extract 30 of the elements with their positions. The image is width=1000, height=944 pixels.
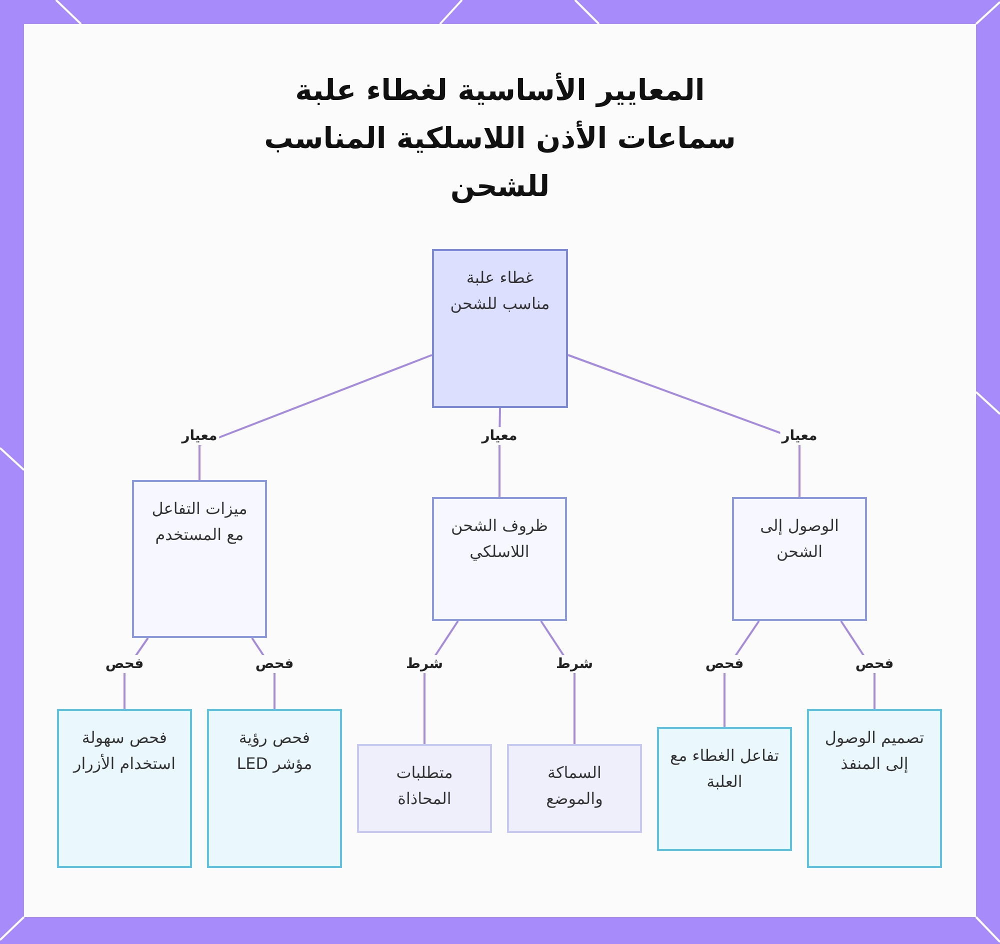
connector-line — [568, 354, 800, 497]
node-text: الوصول إلى الشحن — [759, 515, 840, 563]
criterion-box — [132, 480, 267, 638]
edge-label: فحص — [703, 655, 746, 673]
title: المعايير الأساسية لغطاء علبة سماعات الأذن اللاسلكية المناسب للشحن — [263, 72, 737, 206]
node-text: فحص سهولة استخدام الأزرار — [72, 727, 177, 775]
check-box — [57, 709, 192, 868]
check-box — [807, 709, 942, 868]
node-text: ظروف الشحن اللاسلكي — [450, 515, 550, 563]
edge-label: فحص — [853, 655, 896, 673]
edge-label: معيار — [780, 427, 820, 445]
edge-label: فحص — [103, 655, 146, 673]
connector-line — [198, 354, 432, 480]
node-text: السماكة والموضع — [545, 762, 604, 810]
condition-box — [357, 744, 492, 833]
node-text: متطلبات المحاذاة — [395, 762, 454, 810]
root-box — [432, 249, 568, 408]
edge-label: فحص — [253, 655, 296, 673]
node-text: غطاء علبة مناسب للشحن — [449, 267, 551, 315]
node-text: فحص رؤية مؤشر LED — [236, 727, 314, 775]
edge-label: معيار — [480, 427, 520, 445]
edge-label: معيار — [180, 427, 220, 445]
check-box — [657, 727, 792, 851]
condition-box — [507, 744, 642, 833]
node-text: تفاعل الغطاء مع العلبة — [669, 745, 780, 793]
node-text: تصميم الوصول إلى المنفذ — [824, 727, 926, 775]
node-text: ميزات التفاعل مع المستخدم — [150, 498, 248, 546]
criterion-box — [432, 497, 567, 621]
check-box — [207, 709, 342, 868]
criterion-box — [732, 497, 867, 621]
